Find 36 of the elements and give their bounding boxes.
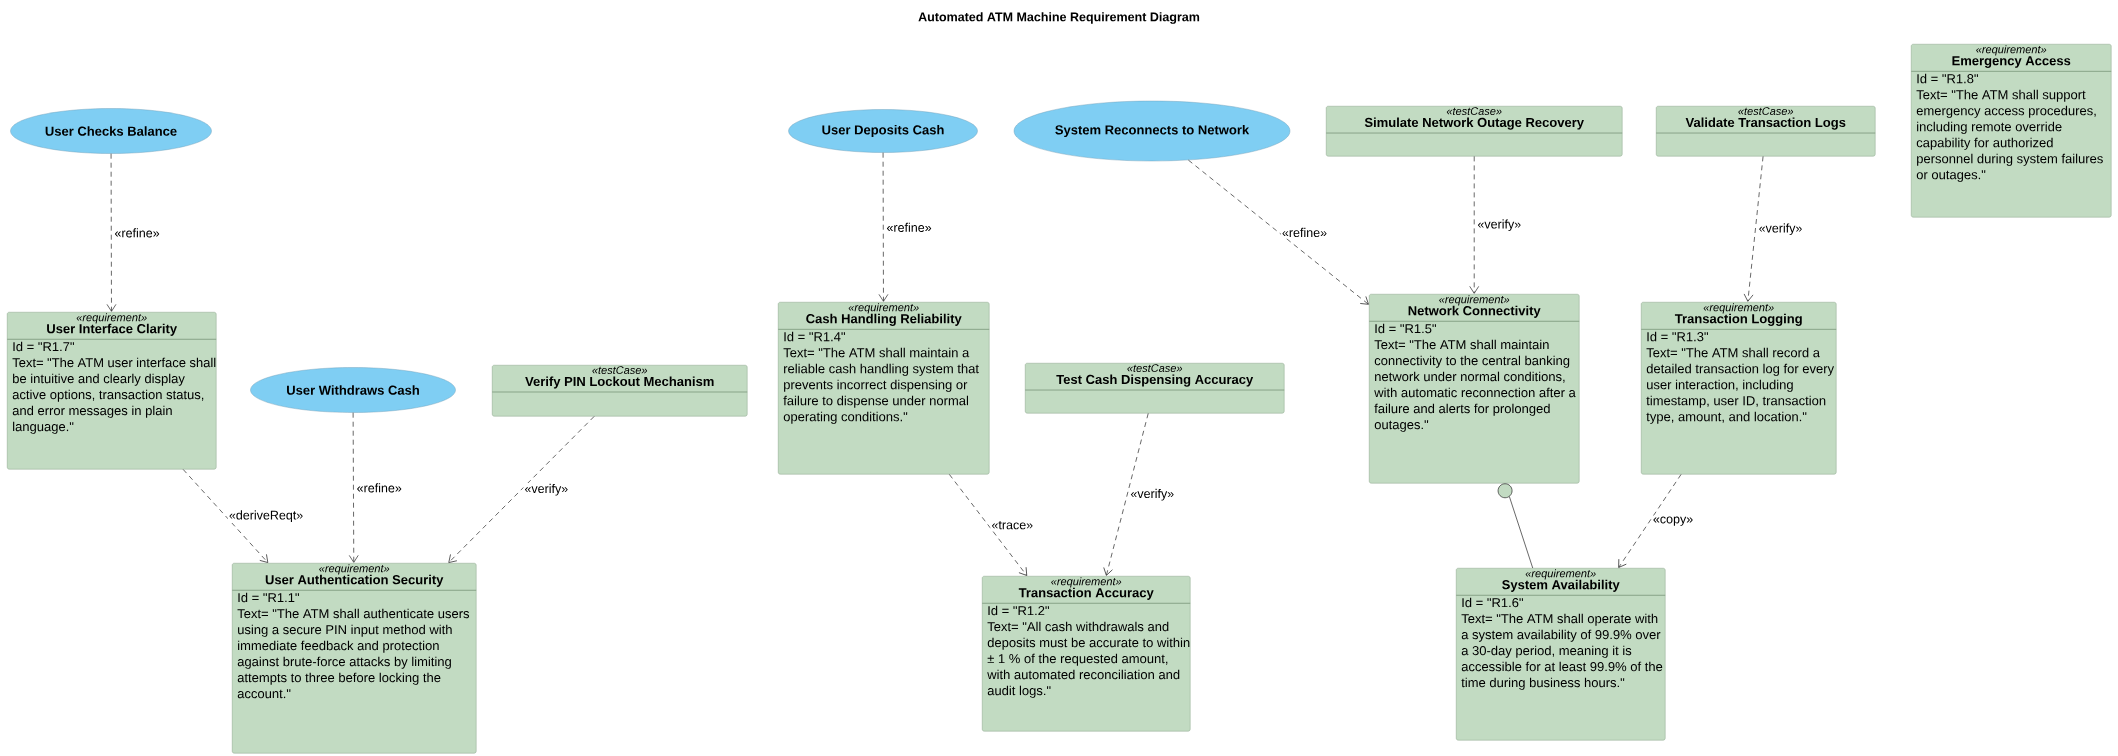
dependency-arrow — [1618, 474, 1682, 568]
edge-label: «deriveReqt» — [227, 509, 305, 524]
requirement-box: «requirement» User Interface Clarity Id = "R1.7" Text= "The ATM user interface shall be intuitive and clearly display active options, transaction status, and error messages in plain language." — [6, 312, 217, 470]
test-case-box: «testCase» Test Cash Dispensing Accuracy — [1024, 363, 1285, 414]
containment-line — [1497, 483, 1534, 569]
dependency-arrow — [949, 474, 1028, 576]
requirement-box: «requirement» User Authentication Security Id = "R1.1" Text= "The ATM shall authenticate users using a secure PIN input method with immediate feedback and protection against brute-force attacks by limiting attempts to three before locking the account." — [231, 563, 477, 754]
dependency-arrow — [182, 469, 269, 563]
dependency-arrow — [448, 416, 595, 563]
dependency-arrow — [1188, 159, 1369, 305]
dependency-arrow — [106, 153, 117, 312]
edge-label: «verify» — [1476, 218, 1523, 233]
edge-label: «refine» — [1280, 226, 1329, 238]
test-case-box: «testCase» Simulate Network Outage Recovery — [1325, 106, 1623, 157]
requirement-box: «requirement» Cash Handling Reliability Id = "R1.4" Text= "The ATM shall maintain a reliable cash handling system that prevents incorrect dispensing or failure to dispense under normal operating conditions." — [777, 302, 990, 475]
edge-label: «refine» — [113, 227, 161, 239]
requirement-box: «requirement» Emergency Access Id = "R1.8" Text= "The ATM shall support emergency access procedures, including remote override capability for authorized personnel during system failures or outages." — [1910, 44, 2112, 218]
edge-label: «verify» — [1129, 487, 1176, 502]
dependency-arrow — [1743, 156, 1764, 302]
requirement-box: «requirement» System Availability Id = "R1.6" Text= "The ATM shall operate with a system availability of 99.9% over a 30-day period, meaning it is accessible for at least 99.9% of the time during business hours." — [1455, 568, 1666, 741]
edge-label: «verify» — [523, 482, 570, 497]
requirement-box: «requirement» Network Connectivity Id = "R1.5" Text= "The ATM shall maintain connectivity to the central banking network under normal conditions, with automatic reconnection after a failure and alerts for prolonged outages." — [1368, 294, 1580, 484]
edge-label: «copy» — [1651, 515, 1695, 527]
edge-label: «trace» — [990, 520, 1035, 531]
dependency-arrow — [878, 152, 889, 302]
dependency-arrow — [1103, 413, 1149, 576]
requirement-box: «requirement» Transaction Logging Id = "R1.3" Text= "The ATM shall record a detailed transaction log for every user interaction, including timestamp, user ID, transaction type, amount, and location." — [1640, 302, 1837, 475]
edge-label: «verify» — [1757, 222, 1804, 237]
requirement-box: «requirement» Transaction Accuracy Id = "R1.2" Text= "All cash withdrawals and deposits must be accurate to within ± 1 % of the requested amount, with automated reconciliation and audit logs." — [981, 576, 1191, 732]
dependency-arrow — [348, 412, 359, 563]
edge-label: «refine» — [355, 482, 403, 494]
test-case-box: «testCase» Validate Transaction Logs — [1655, 106, 1876, 157]
test-case-box: «testCase» Verify PIN Lockout Mechanism — [491, 365, 748, 417]
dependency-arrow — [1469, 156, 1480, 294]
edge-label: «refine» — [885, 221, 933, 233]
diagram-title: Automated ATM Machine Requirement Diagram — [918, 12, 1200, 24]
